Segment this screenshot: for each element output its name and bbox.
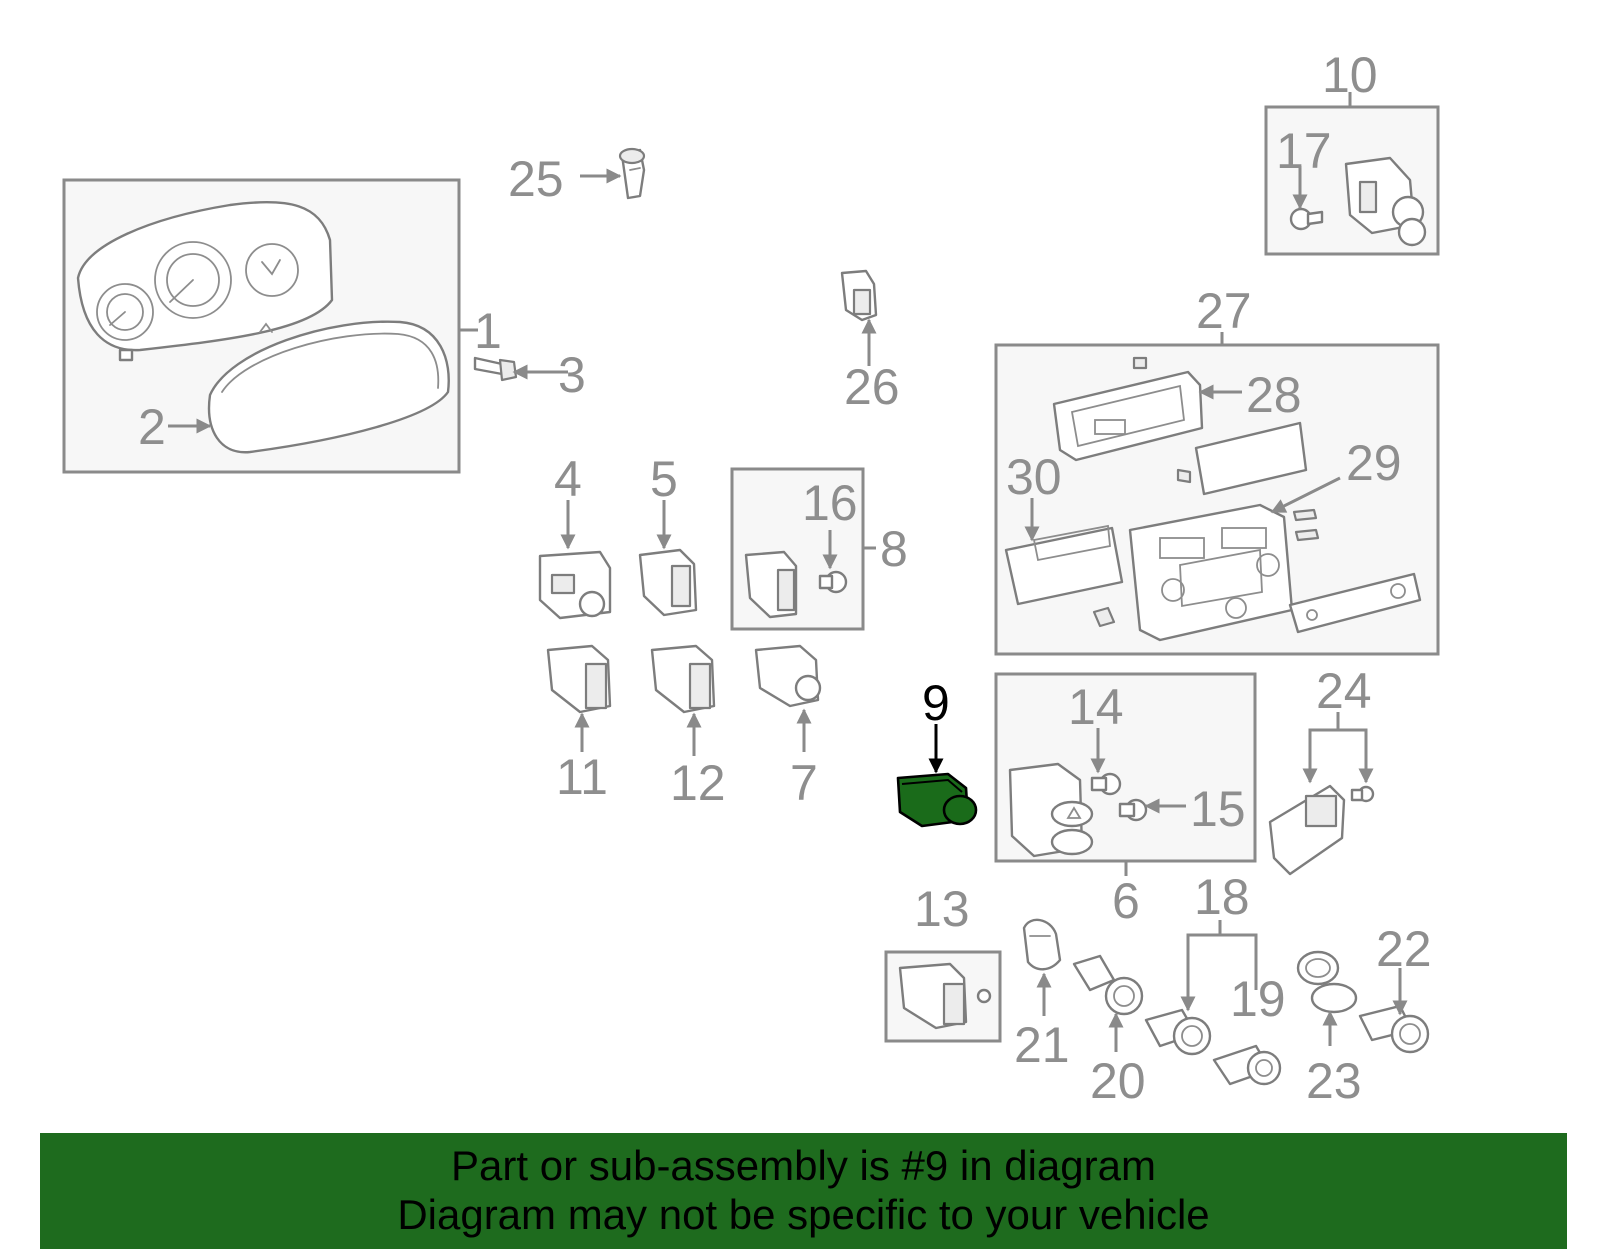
callout-23: 23	[1306, 1053, 1362, 1109]
callout-24: 24	[1316, 663, 1372, 719]
switch-part-12	[650, 644, 716, 714]
callout-13: 13	[914, 881, 970, 937]
clip-part-14	[1090, 772, 1122, 796]
callout-28: 28	[1246, 367, 1302, 423]
switch-part-5	[638, 548, 698, 617]
lighter-part-19	[1212, 1044, 1282, 1086]
callout-27: 27	[1196, 283, 1252, 339]
socket-cap-part-21	[1022, 918, 1062, 971]
callout-1: 1	[474, 303, 502, 359]
callout-5: 5	[650, 451, 678, 507]
callout-2: 2	[138, 399, 166, 455]
callout-8: 8	[880, 521, 908, 577]
callout-22: 22	[1376, 921, 1432, 977]
callout-17: 17	[1276, 123, 1332, 179]
display-unit-part	[1052, 356, 1204, 462]
clip-part-17	[1289, 207, 1324, 231]
bulb-socket-part	[618, 147, 646, 200]
switch-part-11	[546, 644, 612, 714]
callout-25: 25	[508, 151, 564, 207]
callout-3: 3	[558, 347, 586, 403]
switch-part-16	[744, 550, 848, 619]
callout-30: 30	[1006, 449, 1062, 505]
switch-part-13	[898, 962, 992, 1030]
callout-20: 20	[1090, 1053, 1146, 1109]
callout-29: 29	[1346, 435, 1402, 491]
info-banner: Part or sub-assembly is #9 in diagram Di…	[40, 1133, 1567, 1249]
switch-part-7	[754, 644, 822, 708]
screw-part	[473, 356, 518, 382]
callout-10: 10	[1322, 47, 1378, 103]
callout-11: 11	[556, 749, 608, 805]
callout-26: 26	[844, 359, 900, 415]
callout-6: 6	[1112, 873, 1140, 929]
panel-frame-part	[1004, 524, 1422, 634]
callout-7: 7	[790, 755, 818, 811]
callout-4: 4	[554, 451, 582, 507]
callout-14: 14	[1068, 679, 1124, 735]
callout-12: 12	[670, 755, 726, 811]
socket-part-22	[1358, 1004, 1430, 1054]
callout-9-highlighted: 9	[922, 675, 950, 731]
banner-line-2: Diagram may not be specific to your vehi…	[397, 1191, 1210, 1238]
socket-part-20	[1072, 954, 1144, 1016]
instrument-cluster-part	[76, 200, 334, 362]
socket-part-18	[1144, 1008, 1212, 1056]
callout-19: 19	[1230, 971, 1286, 1027]
cluster-lens-part	[207, 320, 450, 454]
socket-cover-part-23	[1296, 950, 1358, 1014]
switch-knob-part	[1344, 156, 1427, 247]
callout-18: 18	[1194, 869, 1250, 925]
callout-15: 15	[1190, 781, 1246, 837]
small-switch-part	[840, 269, 878, 322]
banner-line-1: Part or sub-assembly is #9 in diagram	[451, 1142, 1156, 1189]
highlighted-part-9	[896, 772, 978, 828]
callout-16: 16	[802, 475, 858, 531]
switch-part-4	[538, 550, 612, 620]
switch-part-24	[1268, 784, 1375, 876]
hazard-switch-part	[1008, 762, 1094, 858]
callout-21: 21	[1014, 1017, 1070, 1073]
audio-panel-part	[1128, 421, 1320, 642]
clip-part-15	[1118, 798, 1148, 822]
